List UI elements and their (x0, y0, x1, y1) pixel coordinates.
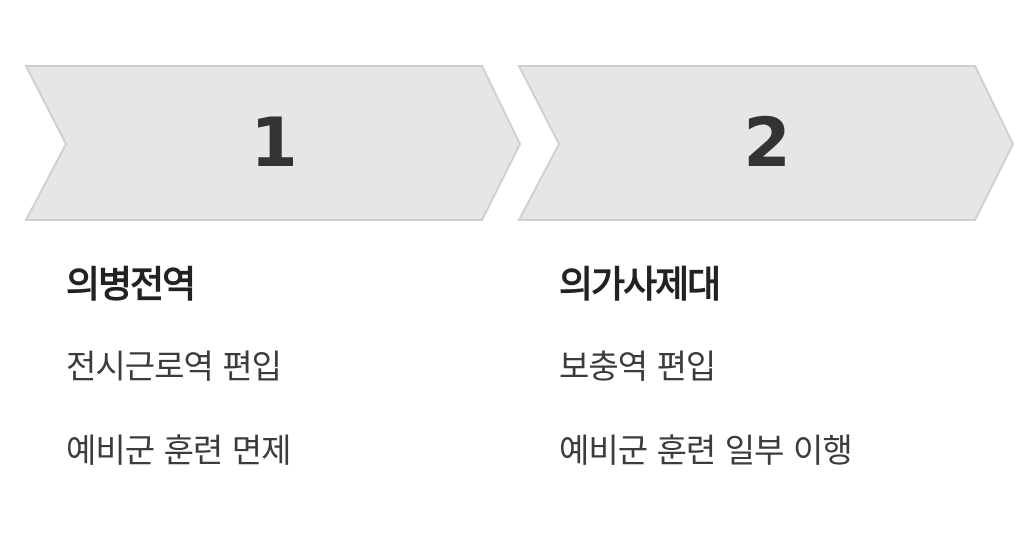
step-2-detail-1: 보충역 편입 (559, 347, 716, 386)
step-1-chevron: 1 (24, 64, 524, 224)
step-2-detail-2: 예비군 훈련 일부 이행 (559, 431, 853, 470)
step-1-chevron-shape (24, 65, 522, 221)
step-2-chevron-shape (517, 65, 1015, 221)
step-1-detail-2: 예비군 훈련 면제 (66, 431, 291, 470)
step-2: 2 의가사제대 보충역 편입 예비군 훈련 일부 이행 (517, 0, 1017, 556)
step-2-number: 2 (743, 104, 791, 183)
step-1-detail-1: 전시근로역 편입 (66, 347, 282, 386)
step-1-number: 1 (250, 104, 298, 183)
step-2-title: 의가사제대 (559, 263, 721, 306)
step-1-title: 의병전역 (66, 263, 196, 306)
step-2-chevron: 2 (517, 64, 1017, 224)
step-1: 1 의병전역 전시근로역 편입 예비군 훈련 면제 (24, 0, 524, 556)
